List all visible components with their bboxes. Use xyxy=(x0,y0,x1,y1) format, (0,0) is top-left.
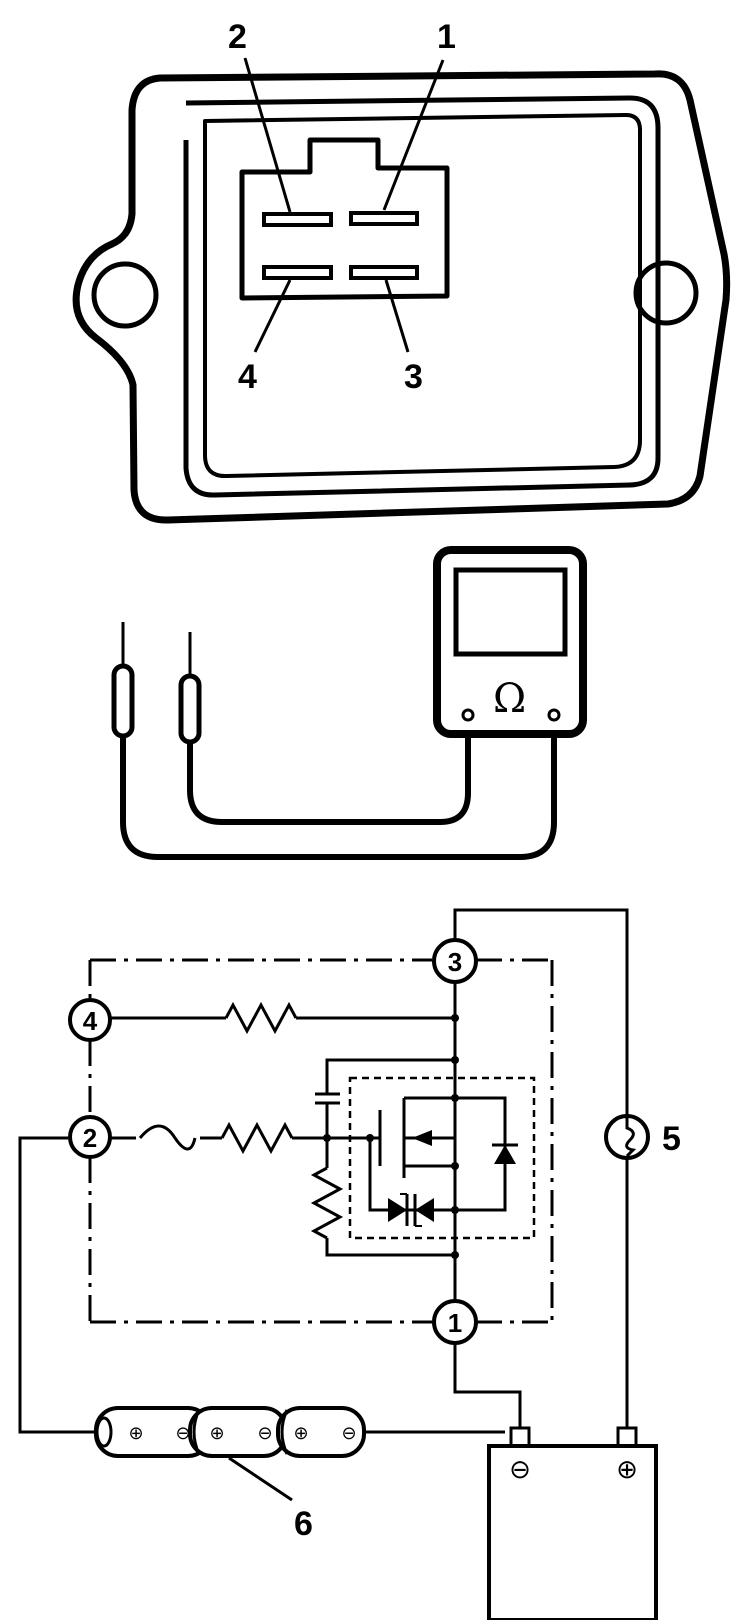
pin-label-4: 4 xyxy=(238,358,257,396)
probe-right-grip xyxy=(178,673,202,745)
svg-text:⊕: ⊕ xyxy=(128,1423,143,1444)
pin-label-1: 1 xyxy=(437,18,456,56)
junction-dots xyxy=(323,1014,459,1259)
probe-left-grip xyxy=(111,663,135,739)
svg-text:⊖: ⊖ xyxy=(257,1423,272,1444)
ohmmeter-display xyxy=(453,567,568,657)
battery-cells: ⊕ ⊖ ⊕ ⊖ ⊕ ⊖ xyxy=(94,1406,366,1458)
battery-positive-terminal: ⊕ xyxy=(616,1455,638,1485)
svg-text:⊖: ⊖ xyxy=(341,1423,356,1444)
terminal-slot-3 xyxy=(349,265,419,280)
node-2: 2 xyxy=(68,1115,112,1159)
label-6: 6 xyxy=(294,1505,313,1543)
node-1: 1 xyxy=(432,1299,478,1345)
ohmmeter: Ω xyxy=(433,546,587,738)
svg-text:1: 1 xyxy=(448,1308,462,1338)
resistor-housing xyxy=(72,70,731,524)
battery: ⊖ ⊕ xyxy=(487,1426,658,1620)
terminal-slot-1 xyxy=(349,211,419,226)
svg-text:⊕: ⊕ xyxy=(293,1423,308,1444)
svg-text:⊖: ⊖ xyxy=(175,1423,190,1444)
pin-label-3: 3 xyxy=(404,358,423,396)
ohmmeter-jack-right xyxy=(547,708,561,722)
terminal-slot-2 xyxy=(262,212,333,227)
ohmmeter-jack-left xyxy=(461,708,475,722)
svg-text:4: 4 xyxy=(83,1006,98,1036)
node-3: 3 xyxy=(432,938,478,984)
zener-diodes xyxy=(388,1193,434,1227)
pin-leader-lines xyxy=(243,57,445,353)
node-4: 4 xyxy=(68,998,112,1042)
battery-negative-terminal: ⊖ xyxy=(509,1455,531,1485)
left-mounting-hole xyxy=(91,261,159,329)
svg-text:2: 2 xyxy=(83,1123,97,1153)
svg-text:⊕: ⊕ xyxy=(209,1423,224,1444)
test-leads xyxy=(111,622,557,860)
transistor-box xyxy=(348,1076,536,1240)
right-mounting-hole xyxy=(633,260,699,326)
test-lamp-icon xyxy=(604,1114,650,1160)
label-5: 5 xyxy=(662,1120,681,1158)
pin-label-2: 2 xyxy=(228,18,247,56)
connector-socket xyxy=(239,137,450,301)
terminal-slot-4 xyxy=(262,265,333,280)
module-boundary xyxy=(88,958,554,1324)
svg-text:3: 3 xyxy=(448,947,462,977)
label-6-leader xyxy=(228,1456,293,1502)
body-diode xyxy=(494,1145,516,1164)
ohm-symbol: Ω xyxy=(493,676,526,722)
circuit-wiring xyxy=(18,908,629,1434)
mosfet-arrow xyxy=(412,1130,432,1146)
